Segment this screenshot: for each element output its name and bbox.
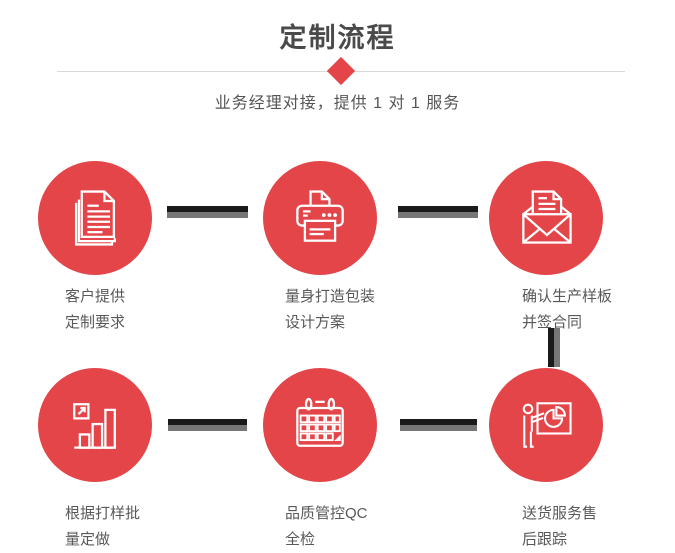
step-1-label-line2: 定制要求 xyxy=(65,314,126,331)
connector-step2-step3 xyxy=(398,206,478,218)
step-5-circle xyxy=(263,368,377,482)
step-3-label-line2: 并签合同 xyxy=(522,314,583,331)
diamond-icon xyxy=(326,56,356,86)
presentation-icon xyxy=(522,402,572,448)
subtitle: 业务经理对接，提供 1 对 1 服务 xyxy=(214,95,461,112)
step-1-label-line1: 客户提供 xyxy=(65,288,126,305)
step-4-label-line2: 量定做 xyxy=(65,531,111,548)
step-1-circle xyxy=(38,161,152,275)
step-5-label: 品质管控QC 全检 xyxy=(285,501,368,553)
step-3-label: 确认生产样板 并签合同 xyxy=(522,284,612,336)
page-title: 定制流程 xyxy=(279,23,396,53)
connector-step3-step6 xyxy=(548,328,560,367)
step-6-label-line2: 后跟踪 xyxy=(522,531,568,548)
connector-step4-step5 xyxy=(168,419,247,431)
step-3-circle xyxy=(489,161,603,275)
step-5-label-line2: 全检 xyxy=(285,531,316,548)
connector-step1-step2 xyxy=(167,206,248,218)
envelope-icon xyxy=(522,190,572,244)
step-6-circle xyxy=(489,368,603,482)
step-2-label: 量身打造包装 设计方案 xyxy=(285,284,375,336)
printer-icon xyxy=(296,190,344,242)
step-5-label-line1: 品质管控QC xyxy=(285,505,368,522)
step-4-label-line1: 根据打样批 xyxy=(65,505,141,522)
step-1-label: 客户提供 定制要求 xyxy=(65,284,125,336)
step-4-circle xyxy=(38,368,152,482)
step-4-label: 根据打样批 量定做 xyxy=(65,501,140,553)
step-2-label-line2: 设计方案 xyxy=(285,314,346,331)
step-2-label-line1: 量身打造包装 xyxy=(285,288,376,305)
connector-step5-step6 xyxy=(400,419,477,431)
step-6-label: 送货服务售 后跟踪 xyxy=(522,501,597,553)
step-6-label-line1: 送货服务售 xyxy=(522,505,598,522)
calendar-icon xyxy=(296,397,344,447)
step-2-circle xyxy=(263,161,377,275)
documents-icon xyxy=(74,190,116,246)
step-3-label-line1: 确认生产样板 xyxy=(522,288,613,305)
bar-chart-icon xyxy=(73,403,116,449)
